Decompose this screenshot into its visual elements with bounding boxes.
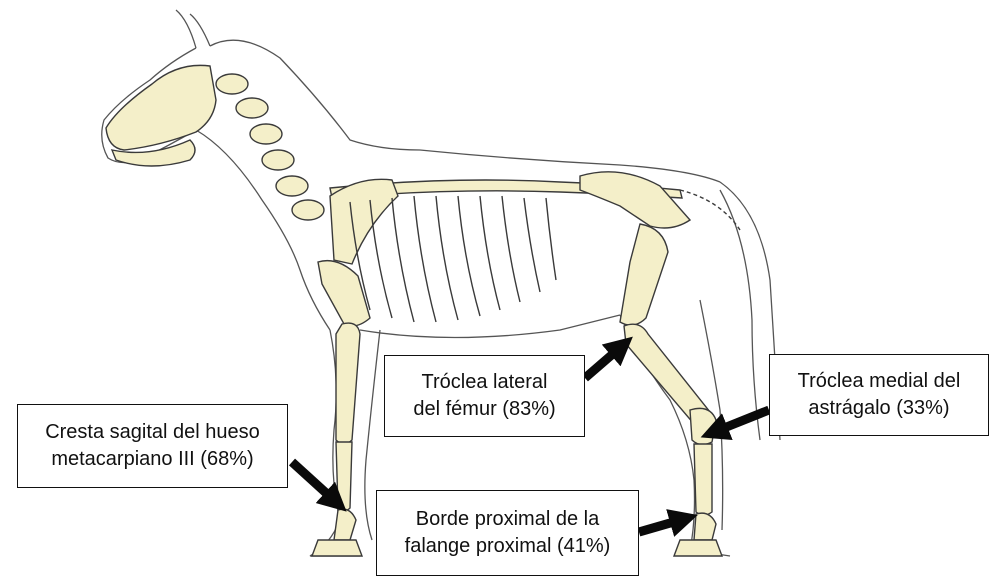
hock bbox=[690, 408, 716, 444]
label-borde-proximal-falange: Borde proximal de la falange proximal (4… bbox=[376, 490, 639, 576]
cervical-vertebrae bbox=[216, 74, 324, 220]
label-line: astrágalo (33%) bbox=[798, 395, 961, 422]
femur bbox=[620, 224, 668, 325]
metacarpal-iii bbox=[336, 442, 352, 511]
hind-hoof bbox=[674, 540, 722, 556]
label-line: falange proximal (41%) bbox=[405, 533, 611, 560]
pelvis bbox=[580, 172, 690, 228]
skull bbox=[106, 65, 216, 150]
label-line: del fémur (83%) bbox=[413, 396, 555, 423]
metatarsal bbox=[694, 444, 712, 515]
label-line: metacarpiano III (68%) bbox=[45, 446, 260, 473]
label-line: Tróclea lateral bbox=[413, 369, 555, 396]
label-troclea-medial-astragalo: Tróclea medial del astrágalo (33%) bbox=[769, 354, 989, 436]
label-line: Tróclea medial del bbox=[798, 368, 961, 395]
arrow-icon bbox=[292, 462, 336, 502]
label-line: Cresta sagital del hueso bbox=[45, 419, 260, 446]
humerus bbox=[318, 261, 370, 326]
label-troclea-lateral-femur: Tróclea lateral del fémur (83%) bbox=[384, 355, 585, 437]
arrow-icon bbox=[639, 519, 684, 532]
radius bbox=[336, 323, 360, 444]
arrow-icon bbox=[714, 410, 769, 432]
tail-vertebrae bbox=[680, 190, 740, 230]
hind-pastern bbox=[694, 513, 716, 540]
front-pastern bbox=[334, 509, 356, 540]
arrow-icon bbox=[585, 346, 622, 378]
label-line: Borde proximal de la bbox=[405, 506, 611, 533]
front-hoof bbox=[312, 540, 362, 556]
scapula bbox=[330, 179, 398, 264]
label-cresta-sagital-metacarpiano: Cresta sagital del hueso metacarpiano II… bbox=[17, 404, 288, 488]
